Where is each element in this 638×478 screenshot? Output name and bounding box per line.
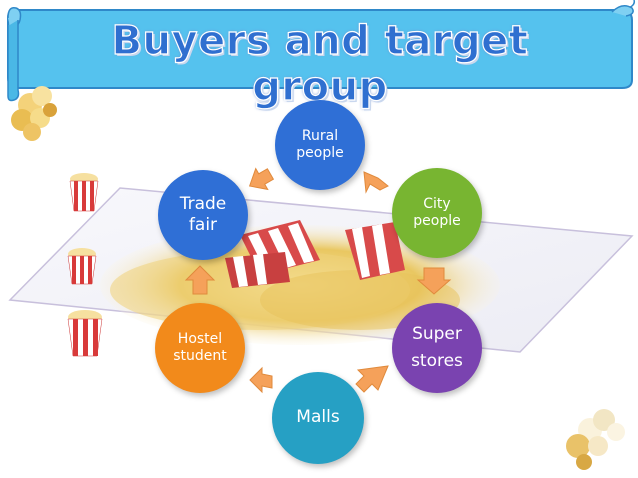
- node-hostel-student: Hostel student: [155, 303, 245, 393]
- node-super-stores-line-1: Super: [412, 323, 462, 344]
- arrow-malls-to-hostel: [249, 366, 273, 394]
- popcorn-kernels-bottom-right: [566, 409, 625, 470]
- arrow-rural-to-city: [363, 171, 389, 194]
- node-city-people: City people: [392, 168, 482, 258]
- node-super-stores: Super stores: [392, 303, 482, 393]
- node-city-people-line-2: people: [413, 213, 461, 229]
- arrow-super-to-malls: [355, 365, 389, 393]
- node-trade-fair-line-1: Trade: [179, 193, 227, 214]
- node-hostel-student-line-2: student: [173, 348, 227, 364]
- node-rural-people-line-1: Rural: [301, 127, 339, 144]
- node-trade-fair: Trade fair: [158, 170, 248, 260]
- popcorn-kernels-top-left: [11, 86, 57, 141]
- node-hostel-student-line-1: Hostel: [177, 330, 223, 347]
- popcorn-cup-icon-2: [67, 248, 97, 285]
- node-super-stores-line-2: stores: [411, 351, 463, 371]
- node-trade-fair-line-2: fair: [188, 215, 218, 235]
- node-city-people-line-1: City: [423, 195, 451, 212]
- arrow-hostel-to-trade: [184, 265, 216, 295]
- node-rural-people: Rural people: [275, 100, 365, 190]
- arrow-trade-to-rural: [248, 167, 275, 191]
- popcorn-cup-icon-1: [69, 173, 99, 212]
- arrow-city-to-super: [416, 267, 452, 295]
- cycle-arrows: [184, 167, 452, 394]
- node-malls-line-1: Malls: [296, 407, 340, 428]
- node-rural-people-line-2: people: [296, 145, 344, 161]
- popcorn-cup-icon-3: [67, 310, 103, 357]
- page-title: Buyers and target group: [111, 17, 529, 110]
- title-banner: [7, 0, 636, 102]
- node-malls: Malls: [272, 372, 364, 464]
